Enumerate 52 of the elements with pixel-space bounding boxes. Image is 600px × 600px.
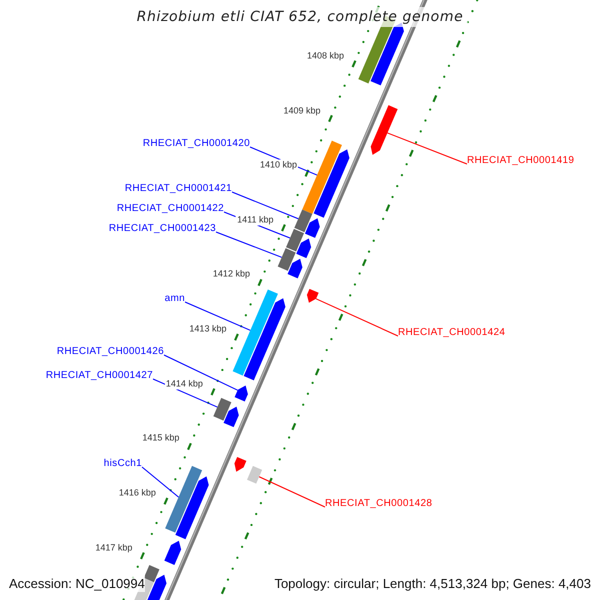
cog-bar xyxy=(247,466,262,484)
cog-bar xyxy=(286,228,304,252)
gene-label: RHECIAT_CH0001419 xyxy=(467,155,574,167)
gene-marker xyxy=(314,149,350,218)
cog-bar xyxy=(232,289,278,376)
leader-line xyxy=(232,192,299,220)
gene-marker xyxy=(234,386,248,402)
gene-label: RHECIAT_CH0001423 xyxy=(108,223,216,235)
gene-marker xyxy=(370,105,398,155)
accession-text: Accession: NC_010994 xyxy=(9,575,145,592)
gene-marker xyxy=(288,258,302,278)
gene-label: RHECIAT_CH0001420 xyxy=(142,138,250,150)
tick-label: 1417 kbp xyxy=(94,542,134,554)
gene-marker xyxy=(234,456,246,472)
tick-label: 1410 kbp xyxy=(258,160,298,171)
tick-label: 1408 kbp xyxy=(306,50,345,62)
tick-label: 1413 kbp xyxy=(188,324,228,335)
tick-label: 1414 kbp xyxy=(164,378,204,390)
tick-label: 1415 kbp xyxy=(141,432,180,444)
leader-line xyxy=(142,466,180,498)
leader-line xyxy=(258,476,326,508)
gene-label: RHECIAT_CH0001422 xyxy=(116,203,224,215)
cog-bar xyxy=(144,565,160,582)
gene-marker xyxy=(146,574,167,600)
gene-label: RHECIAT_CH0001426 xyxy=(56,346,164,358)
cog-bar xyxy=(294,210,312,232)
gene-label: amn xyxy=(164,293,185,305)
gene-label: RHECIAT_CH0001427 xyxy=(46,370,153,382)
cog-bar xyxy=(165,466,202,533)
gene-label: RHECIAT_CH0001424 xyxy=(398,327,506,339)
tick-label: 1416 kbp xyxy=(118,488,157,499)
cog-bar xyxy=(302,140,342,214)
cog-bar xyxy=(213,398,232,421)
gene-marker xyxy=(224,406,239,428)
leader-line xyxy=(216,232,282,258)
tick-label: 1411 kbp xyxy=(236,214,274,226)
leader-line xyxy=(316,298,398,336)
gene-marker xyxy=(304,218,320,238)
leader-line xyxy=(184,302,251,331)
gene-marker xyxy=(244,298,286,380)
cog-bar xyxy=(278,248,296,271)
leader-line xyxy=(386,132,468,164)
tick-label: 1412 kbp xyxy=(212,268,251,280)
gene-marker xyxy=(306,288,319,303)
gene-label: RHECIAT_CH0001428 xyxy=(325,498,432,510)
gene-label: hisCch1 xyxy=(104,458,142,470)
gene-marker xyxy=(296,238,312,258)
leader-line xyxy=(164,354,238,391)
gene-marker xyxy=(175,476,209,540)
gene-marker xyxy=(164,540,182,565)
gene-label: RHECIAT_CH0001421 xyxy=(124,183,232,195)
tick-label: 1409 kbp xyxy=(282,105,322,116)
